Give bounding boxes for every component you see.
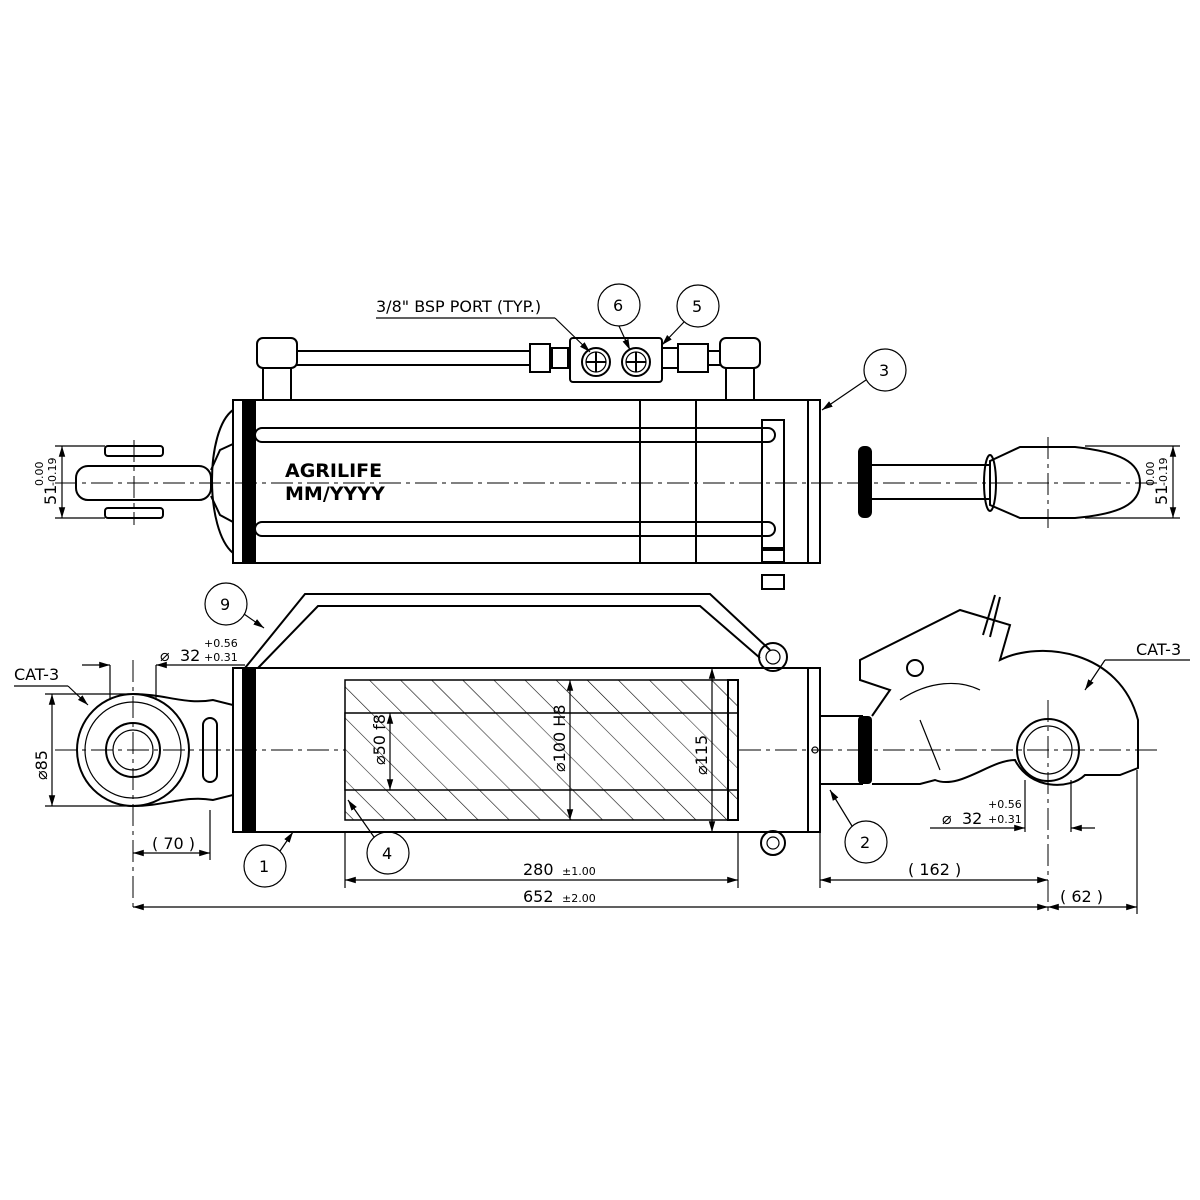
port-5 [621, 347, 651, 377]
balloon-3: 3 [821, 348, 907, 411]
balloon-9: 9 [204, 582, 265, 629]
left-category-label: CAT-3 [14, 665, 59, 684]
hook-offset-dimension: ( 162 ) [908, 860, 961, 879]
hook-end-dimension: ( 62 ) [1060, 887, 1103, 906]
width-upper-tol-left: 0.00 [33, 462, 46, 487]
balloon-6: 6 [597, 283, 641, 351]
svg-text:2: 2 [860, 833, 870, 852]
width-lower-tol-left: -0.19 [46, 458, 59, 486]
svg-text:4: 4 [382, 844, 392, 863]
right-pin-symbol: ⌀ [942, 809, 952, 828]
eye-offset-dimension: ( 70 ) [152, 834, 195, 853]
right-pin-upper-tol: +0.56 [988, 798, 1022, 811]
date-code-label: MM/YYYY [285, 483, 385, 505]
brand-label: AGRILIFE [285, 460, 382, 482]
width-upper-tol-right: 0.00 [1144, 462, 1157, 487]
top-view: 51 -0.19 0.00 51 -0.19 0.00 AGRILIFE MM/… [33, 297, 1180, 590]
left-rod-eye [76, 660, 234, 910]
right-pin-lower-tol: +0.31 [988, 813, 1022, 826]
balloon-5: 5 [661, 284, 720, 346]
bore-diameter: ⌀100 H8 [550, 705, 569, 772]
right-hook [819, 594, 1139, 912]
svg-text:5: 5 [692, 297, 702, 316]
right-pin-value: 32 [962, 809, 982, 828]
eye-diameter: ⌀85 [32, 750, 51, 780]
balloon-1: 1 [243, 831, 294, 888]
side-view: CAT-3 ⌀ 32 +0.56 +0.31 ⌀85 ⌀50 f8 ⌀100 H… [14, 593, 1190, 912]
svg-text:1: 1 [259, 857, 269, 876]
tube-diameter: ⌀115 [692, 735, 711, 775]
width-value-right: 51 [1152, 485, 1171, 505]
hydraulic-hose [256, 337, 761, 401]
left-pin-symbol: ⌀ [160, 646, 170, 665]
balloon-4: 4 [347, 799, 410, 875]
svg-text:3: 3 [879, 361, 889, 380]
left-pin-lower-tol: +0.31 [204, 651, 238, 664]
stroke-value: 280 [523, 860, 554, 879]
port-note: 3/8" BSP PORT (TYP.) [376, 297, 541, 316]
overall-length-value: 652 [523, 887, 554, 906]
cylinder-section [232, 667, 821, 833]
width-dimension-left: 51 -0.19 0.00 [33, 445, 105, 519]
svg-text:9: 9 [220, 595, 230, 614]
left-pin-value: 32 [180, 646, 200, 665]
width-value-left: 51 [41, 485, 60, 505]
right-hook-top [858, 437, 1142, 528]
hose-guard [244, 593, 771, 669]
port-6 [581, 347, 611, 377]
width-dimension-right: 51 -0.19 0.00 [1085, 445, 1180, 519]
rod-diameter: ⌀50 f8 [370, 714, 389, 765]
left-rod-eye-top [75, 440, 234, 525]
overall-length-tolerance: ±2.00 [562, 892, 596, 905]
right-category-label: CAT-3 [1136, 640, 1181, 659]
width-lower-tol-right: -0.19 [1157, 458, 1170, 486]
svg-text:6: 6 [613, 296, 623, 315]
left-pin-upper-tol: +0.56 [204, 637, 238, 650]
balloon-2: 2 [829, 789, 888, 864]
stroke-tolerance: ±1.00 [562, 865, 596, 878]
dimension-lines: ( 70 ) 280 ±1.00 ( 162 ) 652 ±2.00 ( 62 … [133, 770, 1138, 914]
